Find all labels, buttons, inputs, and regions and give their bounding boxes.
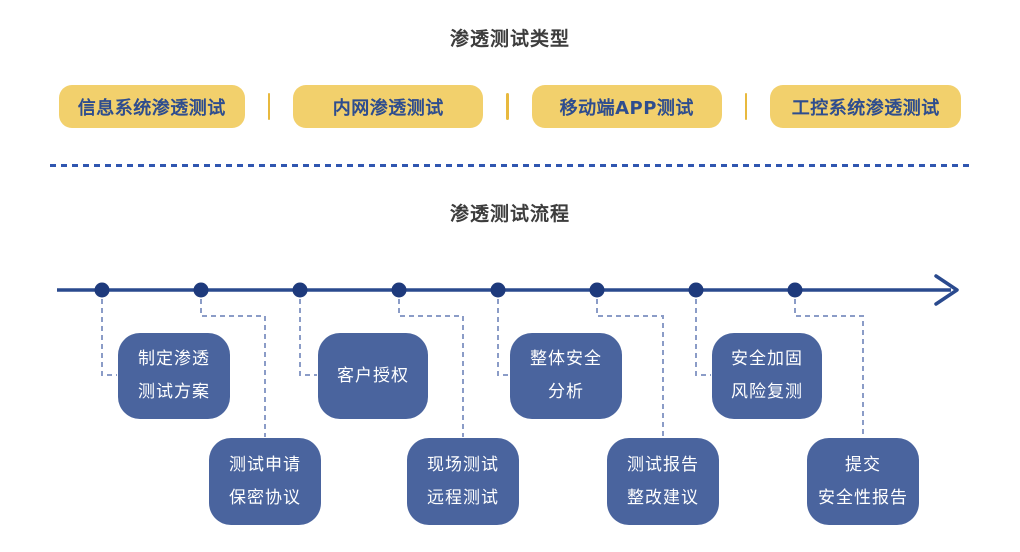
section-divider-dashed-line — [50, 164, 969, 167]
connector-dot6-to-report — [596, 299, 664, 437]
types-section-title: 渗透测试类型 — [449, 28, 570, 50]
step-text-line: 测试报告 — [627, 454, 699, 475]
step-text-line: 风险复测 — [731, 382, 803, 402]
step-box-submit: 提交 安全性报告 — [807, 438, 919, 525]
step-box-analysis: 整体安全 分析 — [510, 333, 622, 419]
yellow-divider-bar — [267, 93, 271, 120]
step-text-line: 现场测试 — [427, 454, 499, 475]
step-text-line: 安全性报告 — [818, 487, 908, 508]
connector-dot7-to-hardening — [695, 299, 711, 376]
connector-dot3-to-authorization — [299, 299, 317, 376]
pentest-types-row: 信息系统渗透测试 内网渗透测试 移动端APP测试 工控系统渗透测试 — [0, 85, 1020, 128]
step-box-hardening: 安全加固 风险复测 — [712, 333, 822, 419]
step-text-line: 测试方案 — [138, 382, 210, 402]
yellow-divider-bar — [506, 93, 509, 120]
timeline-dot-2 — [193, 282, 209, 298]
connector-dot8-to-submit — [794, 299, 864, 437]
type-box-mobile-app: 移动端APP测试 — [531, 85, 722, 128]
step-text-line: 分析 — [548, 382, 584, 402]
step-text-line: 整体安全 — [530, 349, 602, 369]
timeline-dot-7 — [688, 282, 704, 298]
step-text-line: 整改建议 — [627, 487, 699, 508]
connector-dot2-to-application — [200, 299, 266, 437]
step-text-line: 制定渗透 — [138, 349, 210, 369]
step-box-authorization: 客户授权 — [318, 333, 428, 419]
timeline-dot-5 — [490, 282, 506, 298]
connector-dot1-to-plan — [101, 299, 117, 376]
connector-dot4-to-testing — [398, 299, 464, 437]
step-text-line: 远程测试 — [427, 487, 499, 508]
step-text-line: 客户授权 — [337, 365, 409, 386]
step-text-line: 安全加固 — [731, 349, 803, 369]
arrowhead-icon — [934, 274, 959, 306]
timeline-dot-3 — [292, 282, 308, 298]
type-box-industrial-control: 工控系统渗透测试 — [770, 85, 962, 128]
step-box-plan: 制定渗透 测试方案 — [118, 333, 230, 419]
step-text-line: 保密协议 — [229, 487, 301, 508]
yellow-divider-bar — [744, 93, 748, 120]
timeline-dot-1 — [94, 282, 110, 298]
timeline-dot-4 — [391, 282, 407, 298]
process-section-title: 渗透测试流程 — [449, 203, 570, 225]
step-box-application: 测试申请 保密协议 — [209, 438, 321, 525]
step-box-report: 测试报告 整改建议 — [607, 438, 719, 525]
step-text-line: 测试申请 — [229, 454, 301, 475]
step-text-line: 提交 — [845, 454, 881, 475]
type-box-info-system: 信息系统渗透测试 — [58, 85, 245, 128]
connector-dot5-to-analysis — [497, 299, 509, 376]
timeline-dot-8 — [787, 282, 803, 298]
step-box-testing: 现场测试 远程测试 — [407, 438, 519, 525]
type-box-intranet: 内网渗透测试 — [293, 85, 484, 128]
timeline-dot-6 — [589, 282, 605, 298]
